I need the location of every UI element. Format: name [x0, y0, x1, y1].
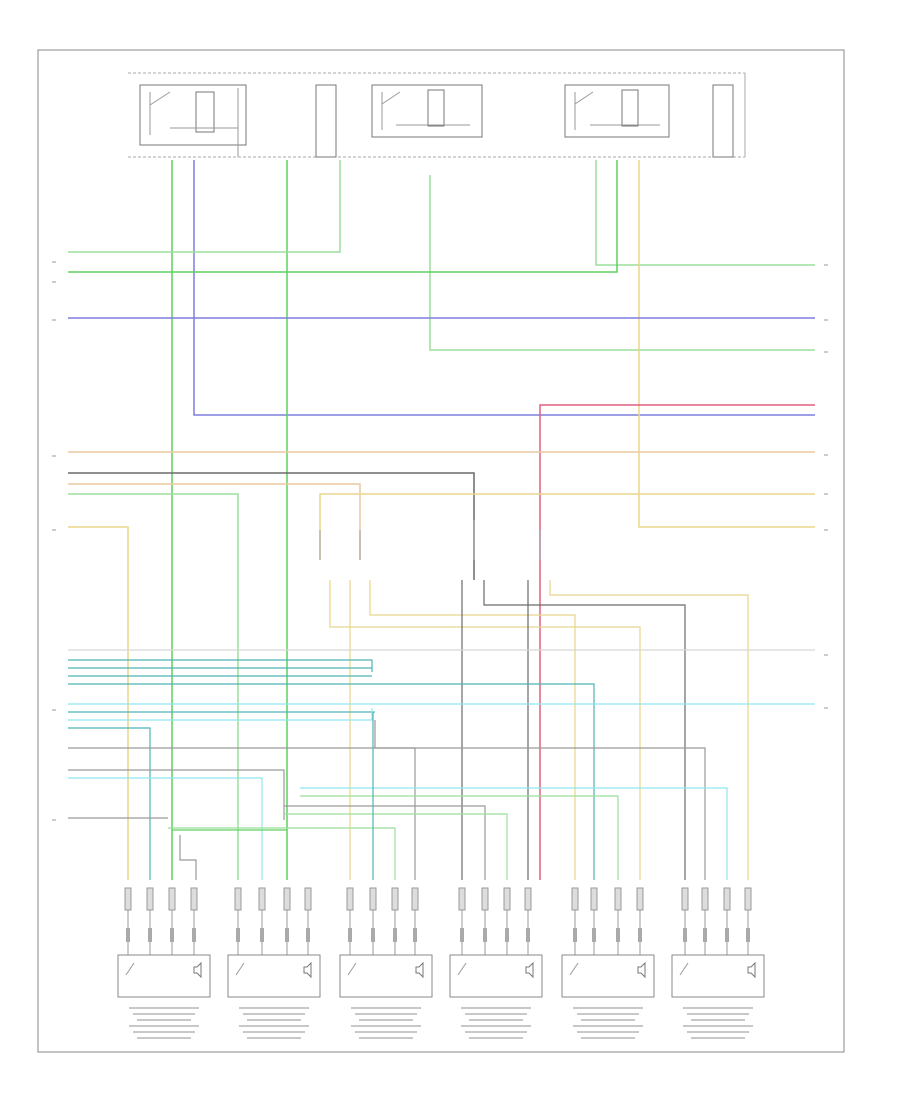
terminal-mark [573, 928, 577, 942]
vertical-wires [68, 160, 815, 880]
terminal-mark [393, 928, 397, 942]
speaker-icon [747, 961, 756, 979]
speaker-row [117, 887, 765, 1039]
speaker-box [449, 954, 543, 998]
connector-pin [524, 887, 532, 911]
connector-pin [503, 887, 511, 911]
terminal-mark [306, 928, 310, 942]
speaker-icon [415, 961, 424, 979]
connector-pin [258, 887, 266, 911]
terminal-mark [348, 928, 352, 942]
speaker-icon [193, 961, 202, 979]
connector-pin [590, 887, 598, 911]
speaker-box [339, 954, 433, 998]
terminal-mark [285, 928, 289, 942]
connector-pin [168, 887, 176, 911]
connector-pin [571, 887, 579, 911]
terminal-mark [526, 928, 530, 942]
terminal-mark [592, 928, 596, 942]
speaker-internal-symbol [235, 962, 245, 976]
speaker-internal-symbol [679, 962, 689, 976]
speaker-3 [339, 887, 433, 1039]
speaker-box [561, 954, 655, 998]
speaker-harness [68, 649, 815, 880]
connector-pin [723, 887, 731, 911]
speaker-box [671, 954, 765, 998]
speaker-internal-symbol [347, 962, 357, 976]
connector-pin [283, 887, 291, 911]
top-module-5 [712, 84, 734, 158]
speaker-icon [303, 961, 312, 979]
terminal-mark [170, 928, 174, 942]
connector-pin [304, 887, 312, 911]
terminal-mark [413, 928, 417, 942]
connector-pin [614, 887, 622, 911]
connector-pin [681, 887, 689, 911]
terminal-mark [616, 928, 620, 942]
top-module-2 [315, 84, 337, 158]
terminal-mark [371, 928, 375, 942]
connector-pin [124, 887, 132, 911]
speaker-6 [671, 887, 765, 1039]
connector-pin [701, 887, 709, 911]
speaker-icon [637, 961, 646, 979]
connector-pin [234, 887, 242, 911]
connector-pin [744, 887, 752, 911]
connector-pin [391, 887, 399, 911]
diagram-frame [37, 49, 845, 1053]
connector-pin [636, 887, 644, 911]
speaker-icon [525, 961, 534, 979]
speaker-box [117, 954, 211, 998]
speaker-box [227, 954, 321, 998]
terminal-mark [483, 928, 487, 942]
connector-pin [458, 887, 466, 911]
terminal-mark [236, 928, 240, 942]
terminal-mark [746, 928, 750, 942]
speaker-2 [227, 887, 321, 1039]
speaker-internal-symbol [457, 962, 467, 976]
connector-pin [411, 887, 419, 911]
terminal-mark [126, 928, 130, 942]
connector-pin [481, 887, 489, 911]
terminal-mark [192, 928, 196, 942]
terminal-mark [638, 928, 642, 942]
terminal-mark [505, 928, 509, 942]
speaker-4 [449, 887, 543, 1039]
top-module-1 [139, 84, 247, 157]
top-module-4 [564, 84, 670, 138]
speaker-internal-symbol [569, 962, 579, 976]
speaker-5 [561, 887, 655, 1039]
terminal-mark [725, 928, 729, 942]
top-bus [128, 72, 746, 158]
mid-connectors [319, 520, 749, 880]
terminal-mark [703, 928, 707, 942]
terminal-mark [260, 928, 264, 942]
edge-terminals [52, 261, 828, 821]
top-module-3 [371, 84, 483, 138]
connector-pin [146, 887, 154, 911]
connector-pin [190, 887, 198, 911]
terminal-mark [683, 928, 687, 942]
connector-pin [369, 887, 377, 911]
speaker-1 [117, 887, 211, 1039]
speaker-internal-symbol [125, 962, 135, 976]
terminal-mark [148, 928, 152, 942]
connector-pin [346, 887, 354, 911]
terminal-mark [460, 928, 464, 942]
